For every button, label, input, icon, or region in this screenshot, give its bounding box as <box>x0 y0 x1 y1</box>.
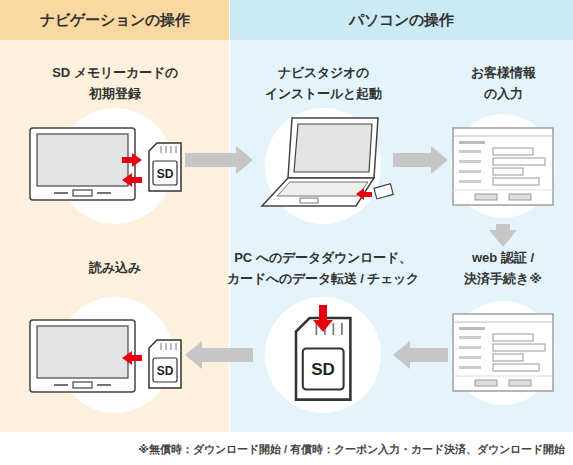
step-circle <box>451 301 555 405</box>
sd-card-text: SD <box>311 361 335 378</box>
flow-arrow <box>185 341 253 369</box>
step-circle <box>265 297 381 413</box>
flow-arrow <box>393 146 448 174</box>
red-arrow <box>122 153 142 167</box>
column-band: パソコンの操作ナビスタジオの インストールと起動 お客様情報 の入力 web 認証 … <box>230 0 573 432</box>
process-step: SD メモリーカードの 初期登録 <box>45 62 185 224</box>
navi-monitor <box>30 320 135 392</box>
column-heading: パソコンの操作 <box>230 0 573 40</box>
step-text-group: PC へのデータダウンロード、 カードへのデータ転送 / チェック <box>218 247 428 289</box>
sd-card-icon <box>149 340 181 388</box>
process-step: お客様情報 の入力 <box>448 62 558 224</box>
laptop-base <box>262 178 374 206</box>
form-window <box>453 314 553 391</box>
step-text-group: web 認証 / 決済手続き※ <box>456 247 551 289</box>
step-label: 読み込み <box>45 257 185 278</box>
step-text-group: SD メモリーカードの 初期登録 <box>38 62 193 104</box>
step-text-group: お客様情報 の入力 <box>463 62 543 104</box>
process-step: ナビスタジオの インストールと起動 <box>253 62 393 224</box>
step-label: ナビスタジオの インストールと起動 <box>258 62 388 104</box>
red-arrow <box>122 173 142 187</box>
sd-card-text: SD <box>157 168 174 180</box>
laptop-screen <box>294 124 372 172</box>
sd-card-icon <box>149 143 181 191</box>
red-arrow <box>313 305 333 332</box>
flow-arrow <box>185 146 253 174</box>
step-label: PC へのデータダウンロード、 カードへのデータ転送 / チェック <box>218 247 428 289</box>
step-circle <box>451 114 555 218</box>
laptop-lid <box>288 118 378 178</box>
laptop-trackpad <box>300 198 318 203</box>
sd-card-text: SD <box>157 365 174 377</box>
navi-monitor <box>30 128 135 200</box>
step-label: web 認証 / 決済手続き※ <box>456 247 551 289</box>
step-text-group: ナビスタジオの インストールと起動 <box>258 62 388 104</box>
footnote: ※無償時：ダウンロード開始 / 有償時：クーポン入力・カード決済、ダウンロード開… <box>138 442 565 457</box>
process-step: web 認証 / 決済手続き※ <box>448 247 558 397</box>
flow-arrow <box>393 341 448 369</box>
laptop-keyboard <box>277 182 368 196</box>
red-arrow <box>356 188 372 200</box>
red-arrow <box>122 351 142 365</box>
step-text-group: 読み込み <box>45 257 185 278</box>
column-heading: ナビゲーションの操作 <box>0 0 229 40</box>
step-label: お客様情報 の入力 <box>463 62 543 104</box>
form-window <box>453 128 553 205</box>
step-label: SD メモリーカードの 初期登録 <box>38 62 193 104</box>
flow-arrow <box>489 224 517 247</box>
